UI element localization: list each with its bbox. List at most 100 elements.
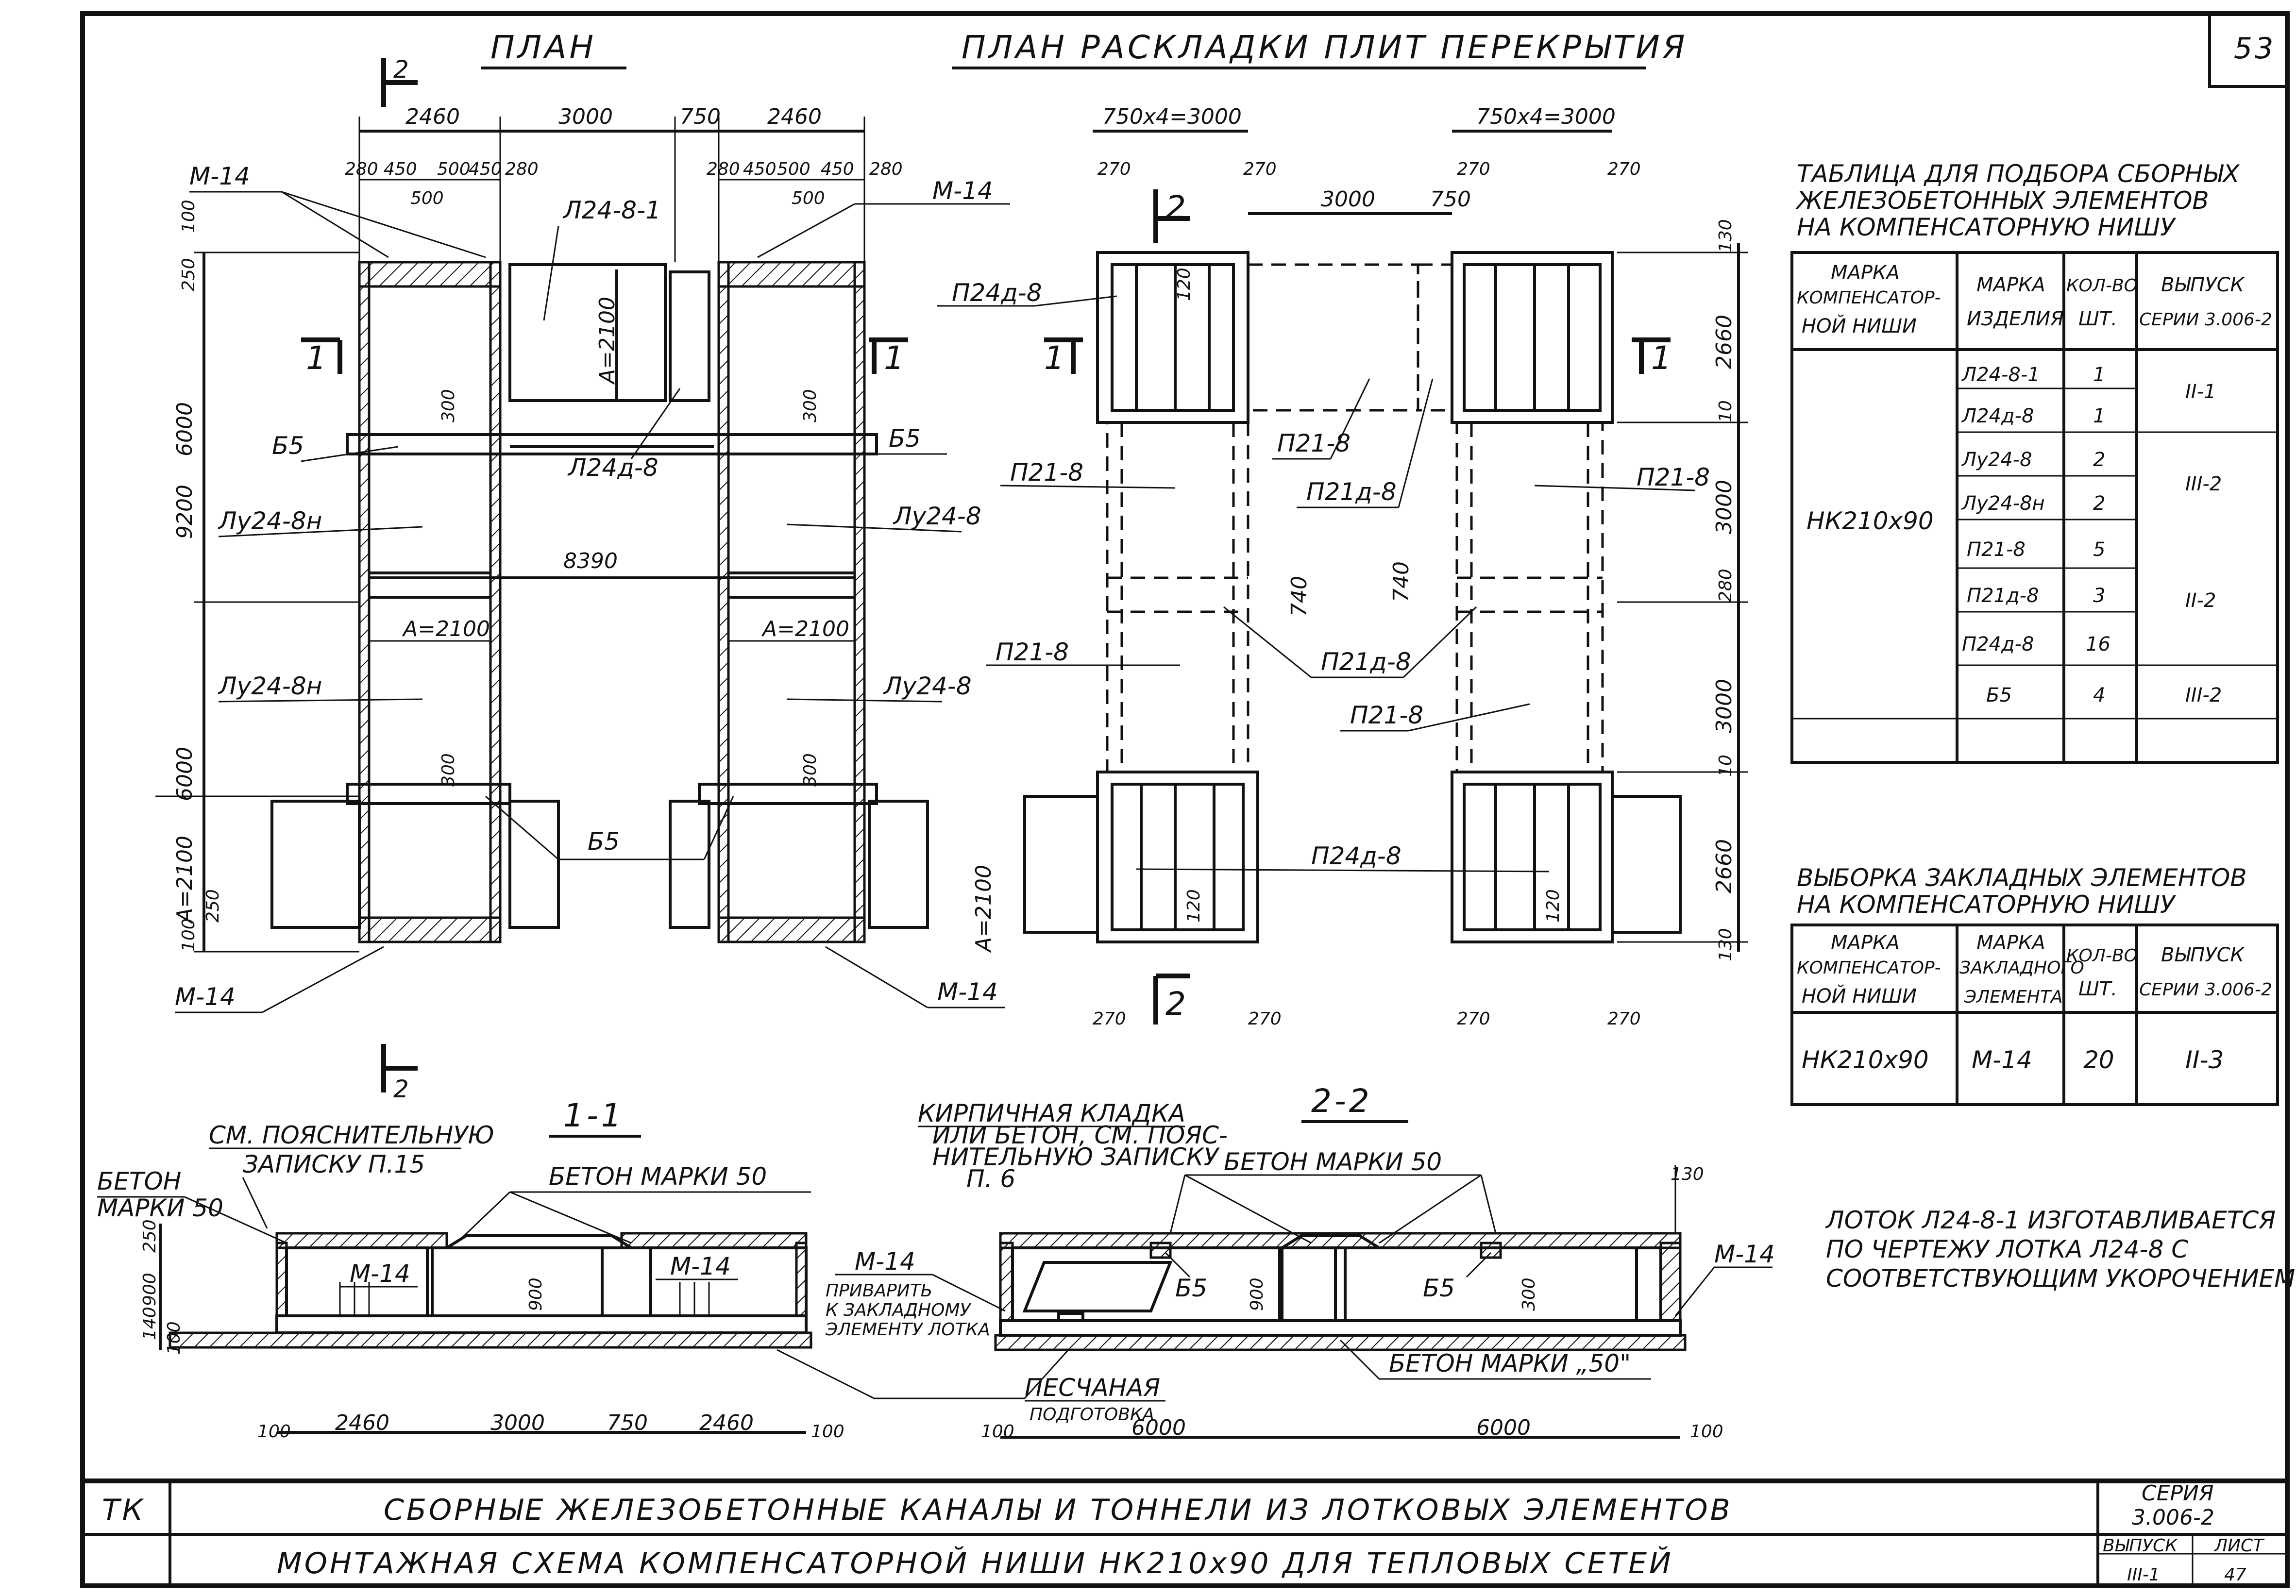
plan-label-m14-tr: М-14 <box>932 177 993 205</box>
sec11-note-1: СМ. ПОЯСНИТЕЛЬНУЮ <box>209 1121 494 1149</box>
sec11-dim-250: 250 <box>140 1219 160 1253</box>
plan-sub-450-c: 450 <box>743 159 777 179</box>
plan-dim-8390: 8390 <box>563 549 618 573</box>
sec22-bot-100-a: 100 <box>981 1422 1014 1442</box>
plan-small-100-bottom: 100 <box>179 918 199 952</box>
plan-sub-500-a: 500 <box>437 159 471 179</box>
note: ЛОТОК Л24-8-1 ИЗГОТАВЛИВАЕТСЯ ПО ЧЕРТЕЖУ… <box>1825 1206 2296 1293</box>
table2-h4-1: ВЫПУСК <box>2161 944 2245 966</box>
table1-qty-1: 1 <box>2093 405 2105 427</box>
plan-label-lu24-8n-b: Лу24-8н <box>218 672 322 700</box>
embedded-parts-table: ВЫБОРКА ЗАКЛАДНЫХ ЭЛЕМЕНТОВ НА КОМПЕНСАТ… <box>1790 864 2279 1106</box>
slab-dim-2660-top: 2660 <box>1712 315 1737 369</box>
table2-h4-2: СЕРИИ 3.006-2 <box>2139 980 2272 1000</box>
slab-label-p21-8-left-a: П21-8 <box>1010 458 1083 487</box>
title-block: ТК СБОРНЫЕ ЖЕЛЕЗОБЕТОННЫЕ КАНАЛЫ И ТОННЕ… <box>83 1478 2287 1586</box>
sec22-sand-1: ПЕСЧАНАЯ <box>1025 1374 1160 1402</box>
sec11-dim-900-mid-a: 900 <box>526 1277 546 1311</box>
plan-small-100-top: 100 <box>179 200 199 233</box>
plan-sub-500-a2: 500 <box>410 188 444 208</box>
slab-dim-3000-b: 3000 <box>1712 679 1737 733</box>
table1-qty-3: 2 <box>2093 492 2105 515</box>
sec22-masonry-2: ИЛИ БЕТОН, СМ. ПОЯС- <box>932 1121 1228 1149</box>
plan-label-lu24-8-a: Лу24-8 <box>893 502 981 530</box>
plan-label-b5-bottom: Б5 <box>588 827 620 856</box>
plan-label-m14-bl: М-14 <box>175 983 236 1011</box>
title-line-2: МОНТАЖНАЯ СХЕМА КОМПЕНСАТОРНОЙ НИШИ НК21… <box>277 1546 1673 1580</box>
plan-sub-500-c: 500 <box>777 159 810 179</box>
plan-sub-500-c2: 500 <box>792 188 825 208</box>
plan-section-mark-2-bottom: 2 <box>393 1075 409 1103</box>
slab-sub-270-b: 270 <box>1243 159 1277 179</box>
table1-item-0: Л24-8-1 <box>1961 364 2040 386</box>
table1-issue-2: II-2 <box>2185 589 2216 612</box>
slab-section-mark-1-left: 1 <box>1044 339 1067 377</box>
sec22-dim-300: 300 <box>1519 1277 1539 1311</box>
section-1-1: 1-1 СМ. ПОЯСНИТЕЛЬНУЮ ЗАПИСКУ П.15 БЕТОН… <box>97 1097 844 1442</box>
plan-sub-450-b: 450 <box>469 159 502 179</box>
outer-frame <box>80 11 2290 1588</box>
sec11-bot-100-a: 100 <box>257 1422 291 1442</box>
slab-bot-270-d: 270 <box>1607 1009 1641 1029</box>
slab-small-10-a: 10 <box>1716 400 1736 422</box>
sec22-title: 2-2 <box>1311 1082 1372 1120</box>
table1-item-1: Л24д-8 <box>1961 405 2034 427</box>
sec11-bot-750: 750 <box>607 1411 648 1435</box>
sec22-bot-6000-b: 6000 <box>1476 1415 1531 1440</box>
table1-item-2: Лу24-8 <box>1961 449 2032 471</box>
table1-title-3: НА КОМПЕНСАТОРНУЮ НИШУ <box>1797 213 2177 241</box>
slab-label-p24d8-top: П24д-8 <box>952 279 1042 307</box>
title-series-value: 3.006-2 <box>2132 1505 2214 1530</box>
table2-h2-1: МАРКА <box>1976 932 2045 954</box>
sec11-bot-3000: 3000 <box>490 1411 545 1435</box>
sec11-bot-2460-a: 2460 <box>335 1411 389 1435</box>
plan-dim-6000-top: 6000 <box>172 402 197 456</box>
section-2-2: 2-2 КИРПИЧНАЯ КЛАДКА ИЛИ БЕТОН, СМ. ПОЯС… <box>777 1082 1775 1442</box>
slab-dim-2660-bottom: 2660 <box>1712 839 1737 893</box>
table2-niche: НК210х90 <box>1802 1046 1929 1074</box>
sec11-dim-900: 900 <box>140 1273 160 1306</box>
table1-qty-6: 16 <box>2086 633 2110 655</box>
table2-h3-1: КОЛ-ВО <box>2066 946 2138 966</box>
table1-qty-2: 2 <box>2093 449 2105 471</box>
slab-label-p21d8-b: П21д-8 <box>1321 648 1411 676</box>
table1-h2-2: ИЗДЕЛИЯ <box>1967 308 2064 330</box>
selection-table: ТАБЛИЦА ДЛЯ ПОДБОРА СБОРНЫХ ЖЕЛЕЗОБЕТОНН… <box>1790 160 2279 764</box>
sec22-weld-2: ПРИВАРИТЬ <box>826 1281 932 1301</box>
sec11-dim-140: 140 <box>140 1307 160 1340</box>
slab-dim-740-b: 740 <box>1389 561 1414 602</box>
table1-title-2: ЖЕЛЕЗОБЕТОННЫХ ЭЛЕМЕНТОВ <box>1795 186 2209 215</box>
plan-view: ПЛАН 2 2 2460 3000 750 2460 280 450 500 … <box>155 29 1010 1103</box>
plan-dim-9200: 9200 <box>172 485 197 539</box>
slab-dim-740-a: 740 <box>1287 576 1312 617</box>
plan-section-mark-1-left: 1 <box>306 339 329 377</box>
sec11-bot-100-b: 100 <box>811 1422 844 1442</box>
table1-qty-0: 1 <box>2093 364 2105 386</box>
title-page-label: ЛИСТ <box>2213 1536 2265 1556</box>
table1-h1-3: НОЙ НИШИ <box>1802 314 1917 337</box>
plan-section-mark-2-top: 2 <box>393 55 409 84</box>
note-line-1: ЛОТОК Л24-8-1 ИЗГОТАВЛИВАЕТСЯ <box>1825 1206 2276 1234</box>
table1-h1-1: МАРКА <box>1831 262 1900 284</box>
sec22-masonry-3: НИТЕЛЬНУЮ ЗАПИСКУ <box>932 1143 1220 1171</box>
slab-dim-120-c: 120 <box>1543 889 1563 923</box>
plan-sub-280-d: 280 <box>869 159 903 179</box>
plan-label-m14-br: М-14 <box>937 978 998 1006</box>
plan-sub-450-a: 450 <box>384 159 417 179</box>
table2-item: М-14 <box>1972 1046 2032 1074</box>
slab-label-p21-8-mid: П21-8 <box>1277 429 1351 457</box>
sec22-concrete-bottom: БЕТОН МАРКИ „50" <box>1389 1349 1631 1378</box>
plan-dim-a2100-a: A=2100 <box>402 617 490 641</box>
sec22-m14: М-14 <box>1714 1240 1775 1268</box>
title-page-value: 47 <box>2224 1565 2246 1585</box>
sec22-bot-6000-a: 6000 <box>1131 1415 1186 1440</box>
slab-section-mark-2-top: 2 <box>1165 189 1189 226</box>
plan-dim-300-c: 300 <box>439 753 458 787</box>
sheet-number: 53 <box>2234 32 2276 66</box>
plan-label-m14-tl: М-14 <box>189 162 250 190</box>
slab-small-130-bottom: 130 <box>1716 928 1736 961</box>
slab-sub-270-d: 270 <box>1607 159 1641 179</box>
sec22-weld-4: ЭЛЕМЕНТУ ЛОТКА <box>825 1320 990 1340</box>
sec11-concrete-left-1: БЕТОН <box>97 1167 181 1195</box>
slab-dim-750: 750 <box>1430 187 1471 212</box>
